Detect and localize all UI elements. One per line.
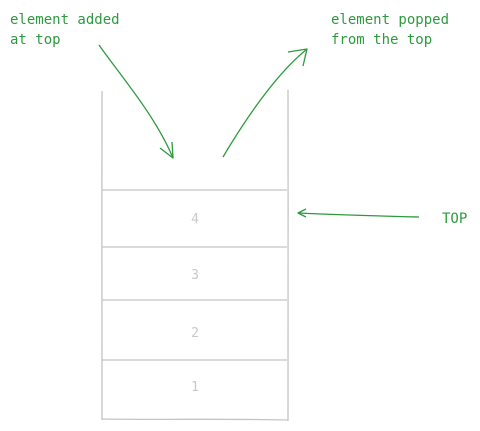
top-label: TOP bbox=[442, 211, 468, 227]
pop-annotation-line: element popped bbox=[331, 12, 450, 28]
stack-bottom bbox=[101, 418, 289, 421]
push-annotation: element added at top bbox=[10, 10, 120, 50]
stack-item-label: 2 bbox=[191, 326, 199, 341]
top-pointer-arrowhead bbox=[297, 208, 307, 218]
push-annotation-line: at top bbox=[10, 32, 61, 48]
stack-item-label: 3 bbox=[191, 268, 199, 283]
push-annotation-line: element added bbox=[10, 12, 120, 28]
pop-arrow bbox=[222, 48, 308, 158]
pop-annotation: element popped from the top bbox=[331, 10, 449, 50]
push-arrow bbox=[98, 44, 174, 159]
pop-annotation-line: from the top bbox=[331, 32, 433, 48]
top-pointer-arrow bbox=[297, 212, 420, 218]
push-arrowhead bbox=[159, 141, 174, 159]
stack-item-label: 1 bbox=[191, 380, 199, 395]
stack-item-label: 4 bbox=[191, 212, 199, 227]
pop-arrowhead bbox=[287, 48, 308, 67]
